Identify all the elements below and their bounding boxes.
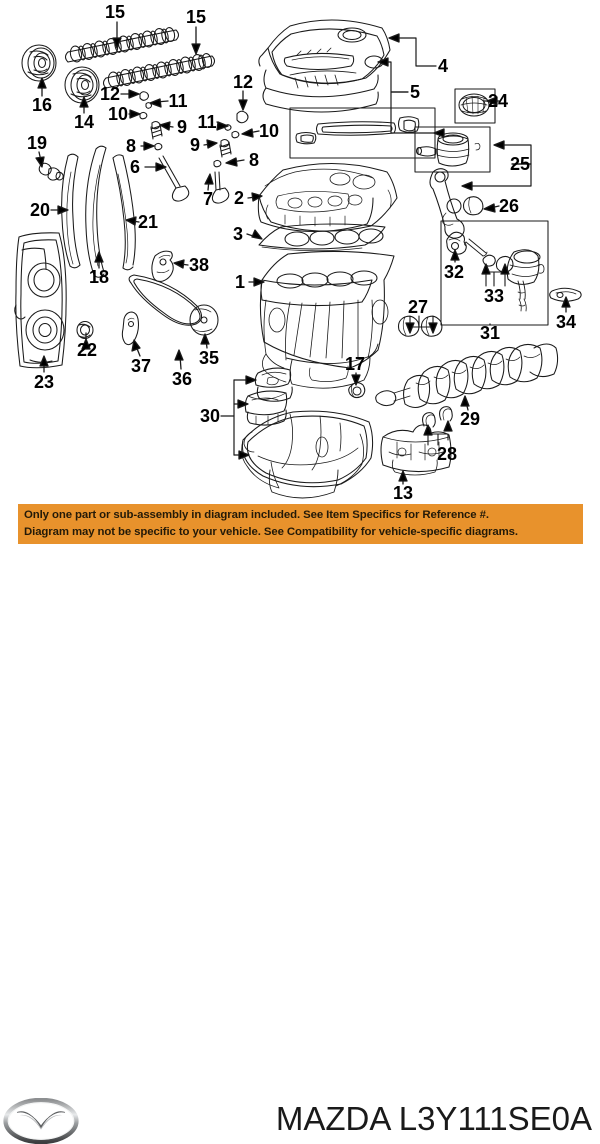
mazda-logo — [3, 1098, 79, 1144]
brand-part-number: MAZDA L3Y111SE0A — [275, 1100, 592, 1137]
chain-guide-38 — [151, 250, 174, 282]
disclaimer-line-2: Diagram may not be specific to your vehi… — [24, 526, 518, 538]
piston-assembly-25 — [414, 126, 491, 239]
disclaimer-banner: Only one part or sub-assembly in diagram… — [18, 504, 583, 544]
timing-chain-18 — [85, 145, 107, 278]
valve-cover-4 — [258, 19, 391, 113]
callout-22: 22 — [77, 340, 97, 360]
oil-pickup-34 — [549, 287, 582, 302]
callout-20: 20 — [30, 200, 50, 220]
callout-21: 21 — [138, 212, 158, 232]
callout-32: 32 — [444, 262, 464, 282]
oil-pan-assembly-30 — [241, 367, 374, 499]
footer: MAZDA L3Y111SE0A — [0, 548, 600, 1144]
callout-9b: 9 — [190, 135, 200, 155]
callout-5: 5 — [410, 82, 420, 102]
chain-guide-37 — [121, 311, 140, 346]
callout-18: 18 — [89, 267, 109, 287]
callout-31: 31 — [480, 323, 500, 343]
callout-26: 26 — [499, 196, 519, 216]
callout-4: 4 — [438, 56, 448, 76]
bearing-cap-13 — [380, 424, 452, 476]
balance-chain-36 — [128, 274, 203, 326]
rod-bearing-26 — [462, 196, 484, 216]
callout-37: 37 — [131, 356, 151, 376]
callout-13: 13 — [393, 483, 413, 503]
callout-36: 36 — [172, 369, 192, 389]
callout-1: 1 — [235, 272, 245, 292]
callout-17: 17 — [345, 354, 365, 374]
callout-14: 14 — [74, 112, 94, 132]
callout-8b: 8 — [249, 150, 259, 170]
callout-29: 29 — [460, 409, 480, 429]
callout-11b: 11 — [197, 112, 216, 132]
cylinder-head-2 — [257, 162, 398, 233]
oil-pump-assembly-31 — [440, 220, 549, 326]
callout-30: 30 — [200, 406, 220, 426]
callout-3: 3 — [233, 224, 243, 244]
callout-24: 24 — [488, 91, 508, 111]
valve-train-left — [139, 91, 190, 202]
camshaft-upper-15 — [64, 27, 180, 63]
cam-sprocket-14 — [64, 66, 100, 104]
callout-15: 15 — [105, 2, 125, 22]
callout-6: 6 — [130, 157, 140, 177]
piston-rings-24 — [454, 88, 496, 124]
head-gasket-3 — [258, 223, 386, 252]
callout-34: 34 — [556, 312, 576, 332]
callout-25: 25 — [510, 154, 530, 174]
callout-19: 19 — [27, 133, 47, 153]
oil-pump-part-32 — [446, 231, 467, 255]
engine-block-1 — [259, 250, 395, 389]
crankshaft — [375, 343, 559, 409]
callout-11: 11 — [168, 91, 187, 111]
leader-lines — [35, 21, 571, 485]
callout-38: 38 — [189, 255, 209, 275]
callout-12: 12 — [100, 84, 120, 104]
callout-15b: 15 — [186, 7, 206, 27]
balance-sprocket-35 — [189, 304, 219, 336]
oil-pump-part-33 — [482, 254, 514, 273]
callout-8: 8 — [126, 136, 136, 156]
callout-16: 16 — [32, 95, 52, 115]
engine-exploded-diagram: 1515161412111098619202118232237363538121… — [14, 2, 582, 503]
timing-cover-23 — [14, 232, 67, 369]
callout-23: 23 — [34, 372, 54, 392]
callout-28: 28 — [437, 444, 457, 464]
callout-9: 9 — [177, 117, 187, 137]
thrust-washers-28 — [422, 406, 453, 428]
crank-seal-17 — [348, 382, 366, 399]
callout-7: 7 — [203, 189, 213, 209]
crank-sprocket-22 — [76, 320, 94, 340]
main-bearings-27 — [397, 315, 443, 337]
callout-10: 10 — [108, 104, 128, 124]
chain-tensioner-19 — [38, 162, 64, 181]
valve-train-right — [211, 110, 249, 204]
callout-12b: 12 — [233, 72, 253, 92]
chain-guide-20 — [61, 153, 81, 269]
callout-27: 27 — [408, 297, 428, 317]
disclaimer-line-1: Only one part or sub-assembly in diagram… — [24, 509, 489, 522]
cam-sprocket-16 — [21, 44, 57, 82]
callout-35: 35 — [199, 348, 219, 368]
camshaft-lower-15 — [102, 53, 216, 89]
callout-10b: 10 — [259, 121, 279, 141]
callout-33: 33 — [484, 286, 504, 306]
callout-2: 2 — [234, 188, 244, 208]
